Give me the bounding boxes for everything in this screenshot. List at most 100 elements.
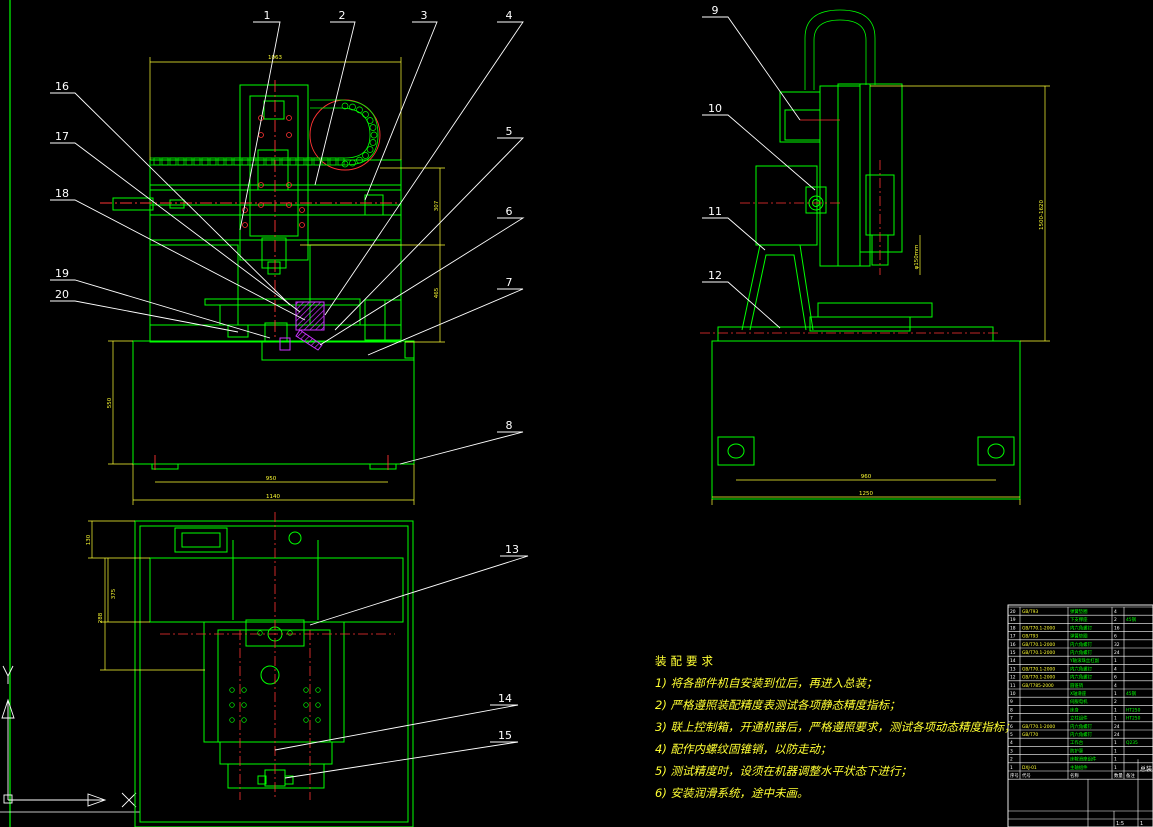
chain-link	[369, 124, 377, 131]
chain-link	[337, 157, 345, 166]
dim-plan-left-mid: 375	[111, 588, 117, 599]
dim-front-base-inner: 950	[266, 476, 277, 482]
plan-centerlines	[160, 512, 395, 800]
chain-link	[289, 157, 297, 166]
chain-link	[356, 106, 363, 114]
chain-link	[341, 102, 349, 110]
side-cable-chain	[804, 9, 876, 90]
title-block-name: 总装图	[1140, 765, 1153, 773]
bom-cell: 11	[1010, 683, 1016, 689]
balloon-13: 13	[505, 543, 519, 556]
bom-cell: 12	[1010, 675, 1016, 681]
bom-cell: 1	[1010, 765, 1013, 771]
chain-link	[349, 159, 356, 167]
bom-cell: 内六角螺钉	[1070, 674, 1093, 681]
bom-cell: 4	[1114, 683, 1117, 689]
bom-cell: GB/T785-2000	[1022, 683, 1054, 689]
balloon-18: 18	[55, 187, 69, 200]
bom-cell: 弹簧垫圈	[1070, 608, 1088, 615]
bom-cell: 内六角螺钉	[1070, 723, 1093, 730]
plan-dim-text: 130 375 288	[86, 534, 117, 623]
bom-cell: 19	[1010, 617, 1016, 623]
bom-cell: 45钢	[1126, 690, 1137, 697]
bom-cell: X轴滑座	[1070, 690, 1087, 697]
bom-cell: 24	[1114, 732, 1120, 738]
bom-cell: GB/T70.1-2000	[1022, 724, 1055, 730]
bom-cell: 1	[1114, 740, 1117, 746]
front-dim-text: 1063 307 465 550 950 1140	[107, 55, 440, 500]
leader-lines	[50, 16, 816, 779]
chain-link	[209, 157, 217, 166]
balloon-16: 16	[55, 80, 69, 93]
balloon-11: 11	[708, 205, 722, 218]
bom-header-cell: 数量	[1114, 772, 1123, 779]
dim-front-top-width: 1063	[268, 55, 282, 61]
bom-cell: 6	[1114, 634, 1117, 640]
bom-cell: 1	[1114, 748, 1117, 754]
bom-cell: 2	[1114, 699, 1117, 705]
chain-link	[362, 152, 369, 159]
balloon-20: 20	[55, 288, 69, 301]
balloon-7: 7	[506, 276, 513, 289]
balloon-14: 14	[498, 692, 512, 705]
bom-cell: 1	[1114, 765, 1117, 771]
dim-plan-left-outer: 288	[98, 612, 104, 623]
plan-view	[134, 520, 414, 827]
bom-cell: 15	[1010, 650, 1016, 656]
bom-cell: 工作台	[1070, 739, 1084, 746]
bom-cell: HT250	[1126, 716, 1141, 722]
chain-link	[185, 157, 193, 166]
chain-link	[370, 131, 378, 139]
bom-cell: 内六角螺钉	[1070, 624, 1093, 631]
bom-cell: 内六角螺钉	[1070, 731, 1093, 738]
chain-link	[169, 157, 177, 166]
bom-cell: 1	[1114, 757, 1117, 763]
chain-link	[297, 157, 305, 166]
bom-cell: 24	[1114, 724, 1120, 730]
title-block-scale: 1:5	[1116, 821, 1124, 827]
chain-link	[349, 103, 356, 111]
bom-header-cell: 备注	[1126, 772, 1135, 779]
balloon-5: 5	[506, 125, 513, 138]
chain-link	[313, 157, 321, 166]
balloon-17: 17	[55, 130, 69, 143]
bom-cell: 45钢	[1126, 616, 1137, 623]
dim-front-upper-right: 307	[434, 200, 440, 211]
bom-header-cell: 名称	[1070, 772, 1079, 779]
bom-cell: DXJ-01	[1022, 765, 1037, 771]
note-item: 1) 将各部件机自安装到位后，再进入总装；	[655, 676, 878, 690]
chain-link	[321, 157, 329, 166]
chain-link	[366, 146, 374, 153]
balloon-12: 12	[708, 269, 722, 282]
note-item: 6) 安装润滑系统，途中未画。	[655, 786, 809, 800]
bom-cell: 8	[1010, 707, 1013, 713]
balloon-8: 8	[506, 419, 513, 432]
side-dimensions	[711, 85, 1050, 505]
balloon-2: 2	[339, 9, 346, 22]
bom-cell: 防护罩	[1070, 747, 1084, 754]
bom-cell: 1	[1114, 716, 1117, 722]
note-item: 2) 严格遵照装配精度表测试各项静态精度指标；	[655, 698, 901, 712]
bom-cell: 立柱组件	[1070, 715, 1088, 722]
plan-dimensions	[88, 520, 205, 671]
ucs-icon	[1, 665, 137, 808]
balloon-numbers: 1 2 3 4 5 6 7 8 9 10 11 12 13 14 15 16 1…	[55, 4, 722, 742]
bom-cell: 弹簧垫圈	[1070, 633, 1088, 640]
dim-side-right-height: 1500-1620	[1039, 200, 1045, 230]
bom-cell: 18	[1010, 625, 1016, 631]
chain-link	[265, 157, 273, 166]
front-bolt-holes	[242, 115, 305, 228]
bom-cell: GB/T70.1-2000	[1022, 650, 1055, 656]
dim-front-left-height: 550	[107, 397, 113, 408]
bom-cell: 4	[1114, 666, 1117, 672]
bom-cell: GB/T70.1-2000	[1022, 642, 1055, 648]
chain-link	[233, 157, 241, 166]
bom-cell: Y轴滚珠丝杠副	[1069, 657, 1100, 664]
balloon-9: 9	[712, 4, 719, 17]
bom-cell: 9	[1010, 699, 1013, 705]
chain-link	[329, 157, 337, 166]
bom-cell: 下支撑座	[1070, 616, 1088, 623]
dim-front-base-outer: 1140	[266, 494, 280, 500]
bom-cell: 16	[1010, 642, 1016, 648]
